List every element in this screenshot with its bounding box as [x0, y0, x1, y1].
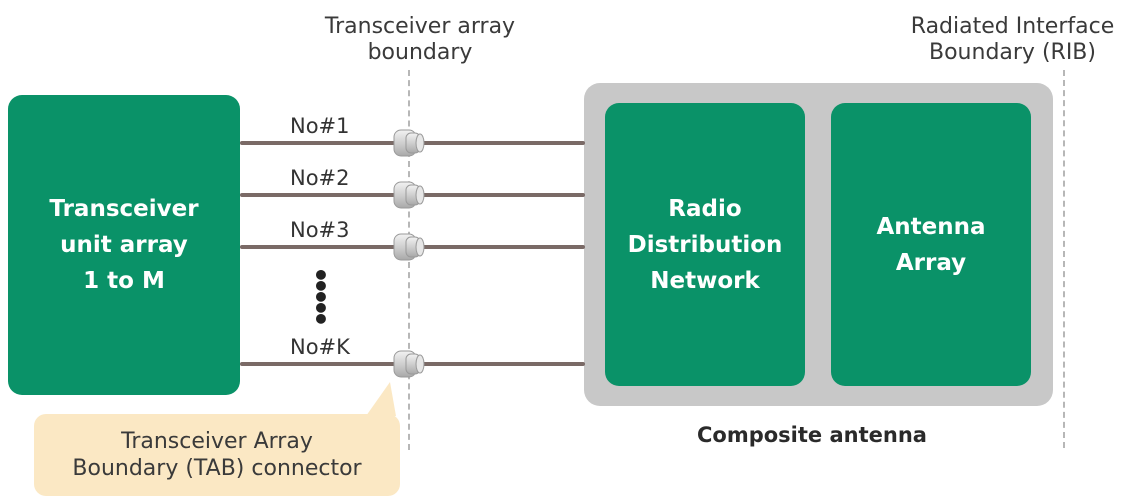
tab-connectors [393, 129, 425, 378]
callout-line2: Boundary (TAB) connector [72, 456, 362, 481]
channel-label-3: No#3 [290, 218, 350, 242]
callout-pointer [366, 382, 396, 416]
tab-boundary-label: Transceiver array boundary [310, 14, 530, 66]
rib-boundary-line [1063, 70, 1065, 448]
rib-label-line2: Boundary (RIB) [929, 40, 1096, 65]
composite-antenna-label: Composite antenna [697, 423, 927, 447]
tab-connector-icon [393, 129, 425, 157]
rdn-line2: Distribution [627, 231, 783, 258]
channel-label-1: No#1 [290, 114, 350, 138]
tab-connector-icon [393, 181, 425, 209]
callout-line1: Transceiver Array [121, 429, 313, 454]
vertical-ellipsis: • • • • • [311, 262, 331, 336]
transceiver-line2: unit array [60, 232, 188, 258]
antenna-array-block: Antenna Array [831, 103, 1031, 386]
transceiver-unit-array-block: Transceiver unit array 1 to M [8, 95, 240, 395]
antenna-line2: Array [895, 249, 967, 276]
rdn-line1: Radio [668, 195, 742, 222]
tab-boundary-label-line1: Transceiver array [324, 14, 516, 39]
channel-label-2: No#2 [290, 166, 350, 190]
radio-distribution-network-block: Radio Distribution Network [605, 103, 805, 386]
channel-label-k: No#K [290, 335, 350, 359]
ellipsis-dot: • [312, 303, 330, 336]
transceiver-line3: 1 to M [83, 268, 165, 294]
rdn-line3: Network [650, 267, 760, 294]
tab-connector-icon [393, 350, 425, 378]
tab-connector-callout: Transceiver Array Boundary (TAB) connect… [34, 414, 400, 496]
transceiver-line1: Transceiver [49, 196, 199, 222]
tab-boundary-label-line2: boundary [367, 40, 473, 65]
antenna-line1: Antenna [876, 213, 986, 240]
tab-connector-icon [393, 233, 425, 261]
rib-label: Radiated Interface Boundary (RIB) [900, 14, 1125, 66]
rib-label-line1: Radiated Interface [910, 14, 1115, 39]
